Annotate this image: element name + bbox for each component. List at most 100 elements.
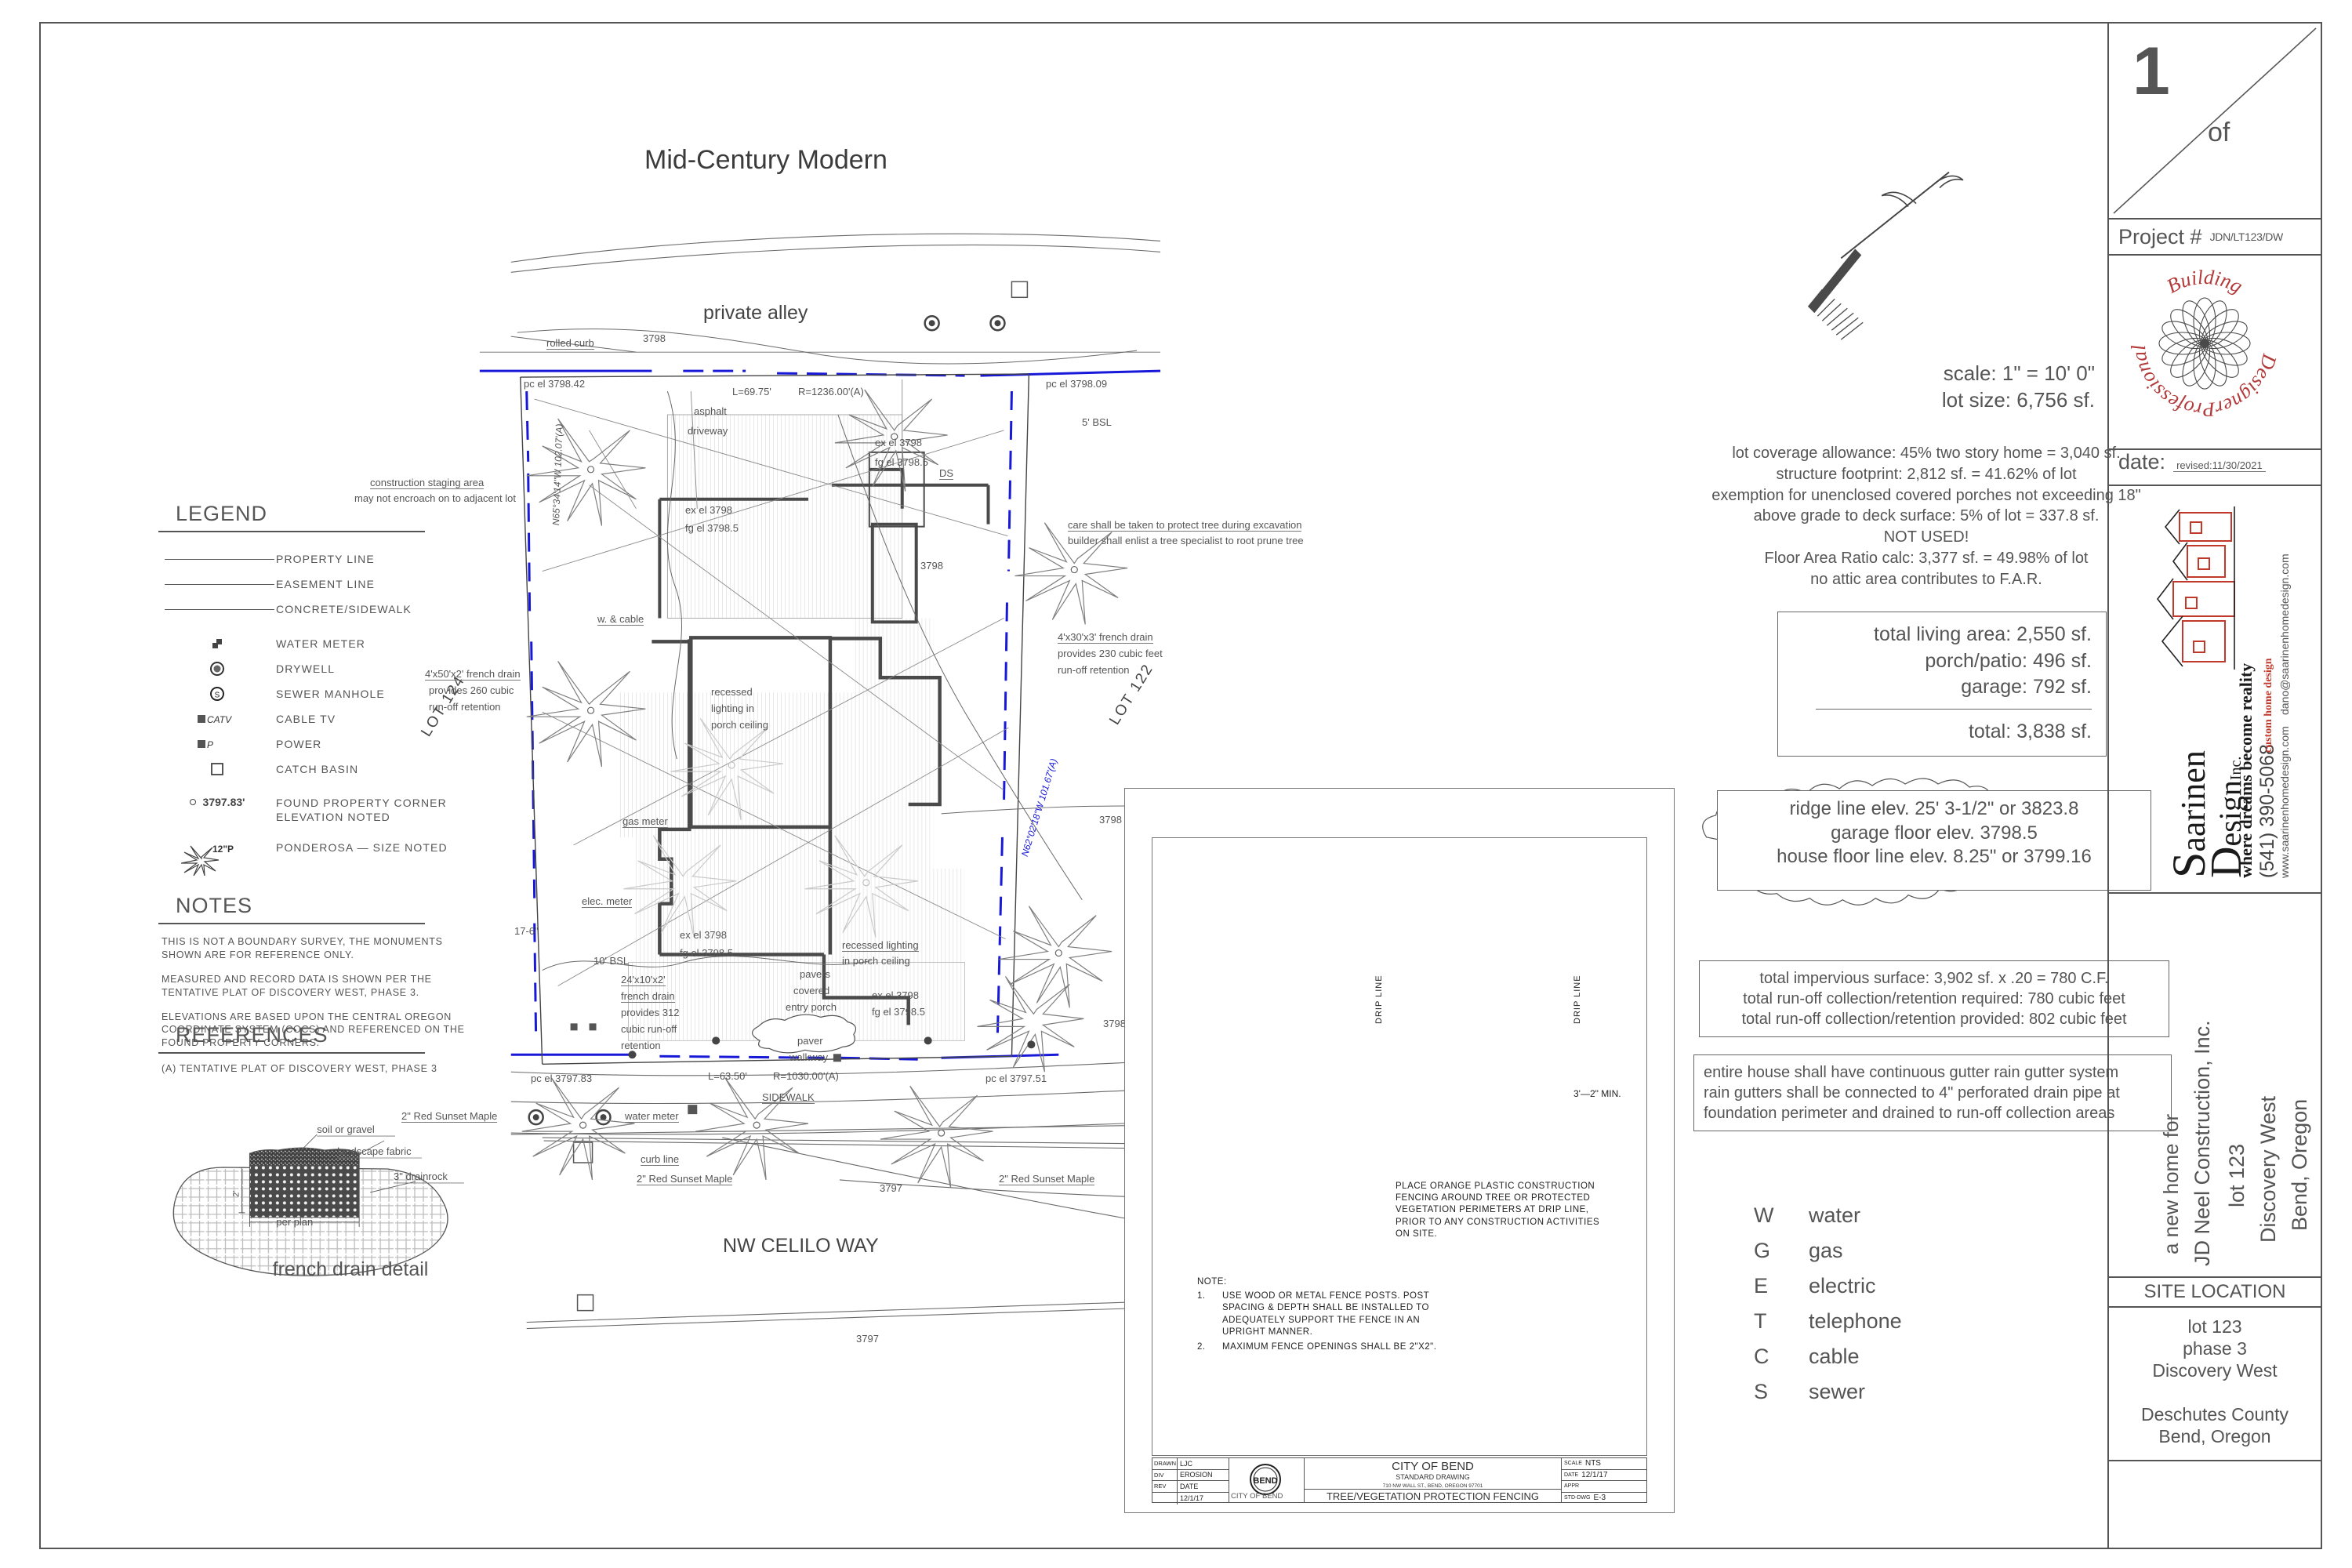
plan-label: 3798 (1099, 814, 1122, 826)
svg-text:Professional: Professional (2127, 344, 2216, 421)
plan-label: fg el 3798.5 (875, 456, 928, 468)
fence-note-2: 2. MAXIMUM FENCE OPENINGS SHALL BE 2"X2"… (1197, 1341, 1456, 1353)
date-cell: date: revised:11/30/2021 (2109, 450, 2321, 486)
corner-elevation-value: 3797.83' (202, 796, 245, 808)
cob-right-column: SCALE NTS DATE 12/1/17 APPR STD-DWG E-3 (1562, 1458, 1646, 1502)
legend-block: LEGEND PROPERTY LINE EASEMENT LINE CONCR… (158, 502, 472, 877)
area-total: total: 3,838 sf. (1968, 720, 2092, 742)
impervious-surface-box: total impervious surface: 3,902 sf. x .2… (1699, 960, 2169, 1037)
legend-label: CABLE TV (276, 713, 336, 725)
note-item: THIS IS NOT A BOUNDARY SURVEY, THE MONUM… (162, 936, 443, 960)
note-item: ELEVATIONS ARE BASED UPON THE CENTRAL OR… (162, 1011, 465, 1049)
elev-house-floor: house floor line elev. 8.25" or 3799.16 (1777, 846, 2092, 868)
label-private-alley: private alley (703, 302, 808, 324)
utility-label: sewer (1809, 1380, 1866, 1403)
plan-label: in porch ceiling (842, 955, 910, 967)
legend-row-easement-line: EASEMENT LINE (158, 572, 472, 597)
plan-label: provides 260 cubic (429, 684, 514, 696)
project-number: JDN/LT123/DW (2209, 230, 2284, 243)
drywell-icon (158, 660, 276, 677)
legend-row-power: P POWER (158, 731, 472, 757)
impervious-line: total run-off collection/retention provi… (1741, 1011, 2127, 1028)
plan-label: SIDEWALK (762, 1091, 815, 1104)
site-location-header-text: SITE LOCATION (2143, 1281, 2286, 1302)
svg-text:per plan: per plan (276, 1216, 313, 1228)
plan-label: 10' BSL (593, 955, 630, 967)
svg-text:Building: Building (2163, 266, 2247, 298)
coverage-line: Floor Area Ratio calc: 3,377 sf. = 49.98… (1764, 549, 2089, 567)
cob-meta-column: DRAWN LJC DIV EROSION REV DATE 12/1/17 (1152, 1458, 1229, 1504)
plan-label: DS (939, 467, 954, 480)
fence-note-2-number: 2. (1197, 1341, 1206, 1352)
site-loc-gap (2109, 1381, 2321, 1403)
plan-label: ex el 3798 (872, 989, 919, 1001)
coverage-line: above grade to deck surface: 5% of lot =… (1753, 507, 2100, 525)
utility-label: water (1809, 1203, 1861, 1227)
legend-row-property-line: PROPERTY LINE (158, 546, 472, 572)
plan-label: fg el 3798.5 (680, 947, 733, 959)
house-logo-icon (2156, 506, 2235, 670)
area-living: total living area: 2,550 sf. (1874, 623, 2092, 645)
plan-label: retention (621, 1040, 661, 1051)
utility-key: C (1754, 1345, 1769, 1368)
area-porch: porch/patio: 496 sf. (1925, 649, 2092, 672)
svg-text:P: P (207, 739, 213, 750)
plan-label: care shall be taken to protect tree duri… (1068, 519, 1302, 532)
plan-label: water meter (625, 1110, 679, 1123)
note-item: MEASURED AND RECORD DATA IS SHOWN PER TH… (162, 973, 432, 998)
fence-note-header: NOTE: (1197, 1277, 1227, 1287)
catch-basin-icon (158, 760, 276, 778)
city-of-bend-titleblock: DRAWN LJC DIV EROSION REV DATE 12/1/17 (1152, 1457, 1647, 1504)
cob-div-row: DIV EROSION (1152, 1469, 1229, 1481)
cob-std-row: STD-DWG E-3 (1562, 1493, 1646, 1504)
cob-drawn-label: DRAWN (1152, 1458, 1178, 1469)
legend-row-drywell: DRYWELL (158, 656, 472, 681)
plan-label: pc el 3797.83 (531, 1073, 593, 1084)
gutter-line: foundation perimeter and drained to run-… (1704, 1105, 2115, 1122)
notes-title: NOTES (176, 894, 253, 917)
plan-label: 3798 (1103, 1018, 1126, 1029)
drawing-sheet: soil or gravel landscape fabric 3" drain… (39, 22, 2322, 1549)
site-loc-line-3: Discovery West (2152, 1360, 2278, 1381)
plan-label: 3797 (856, 1333, 879, 1345)
utility-label: gas (1809, 1239, 1843, 1262)
company-tagline: where dreams become reality (2236, 662, 2256, 878)
plan-label: 5' BSL (1082, 416, 1112, 428)
plan-label: porch ceiling (711, 719, 768, 731)
impervious-line: total run-off collection/retention requi… (1743, 990, 2125, 1007)
plan-label: french drain (621, 990, 675, 1003)
concrete-line-icon (158, 608, 276, 610)
plan-label: lighting in (711, 702, 754, 714)
plan-label: cubic run-off (621, 1023, 677, 1035)
site-loc-line-2: phase 3 (2183, 1338, 2247, 1359)
cob-appr-label: APPR (1564, 1483, 1580, 1490)
utility-legend: W water G gas E electric T telephone C c… (1754, 1203, 1902, 1415)
plan-label: L=63.50' (708, 1070, 747, 1082)
site-location-header: SITE LOCATION (2109, 1278, 2321, 1308)
legend-divider (158, 531, 425, 532)
cob-date2-value: 12/1/17 (1581, 1470, 1608, 1479)
title-block: 1 of Project # JDN/LT123/DW (2107, 24, 2321, 1548)
plan-label: 3798 (643, 332, 666, 344)
cob-scale-value: NTS (1584, 1459, 1601, 1468)
plan-label: w. & cable (597, 613, 644, 626)
fence-notes-list: NOTE: 1. USE WOOD OR METAL FENCE POSTS. … (1197, 1276, 1456, 1353)
area-summary-box: total living area: 2,550 sf. porch/patio… (1777, 612, 2107, 757)
plan-label: fg el 3798.5 (872, 1006, 925, 1018)
utility-key: W (1754, 1203, 1774, 1227)
plan-label: R=1030.00'(A) (773, 1070, 839, 1082)
plan-label: ex el 3798 (875, 437, 922, 448)
plan-label: paver (797, 1035, 823, 1047)
plan-label: 3797 (880, 1182, 902, 1194)
legend-row-ponderosa: 12"P PONDEROSA — SIZE NOTED (158, 841, 472, 877)
plan-label: gas meter (622, 815, 668, 828)
svg-text:12"P: 12"P (212, 844, 234, 855)
plan-label: L=69.75' (732, 386, 771, 397)
references-divider (158, 1052, 425, 1054)
plan-label: may not encroach on to adjacent lot (354, 492, 516, 504)
easement-line-icon (158, 583, 276, 585)
seal-top-text: Building (2163, 266, 2247, 298)
legend-label: PROPERTY LINE (276, 553, 375, 565)
plan-label: pavers (800, 968, 831, 980)
bend-logo-icon: BEND (1248, 1462, 1283, 1501)
